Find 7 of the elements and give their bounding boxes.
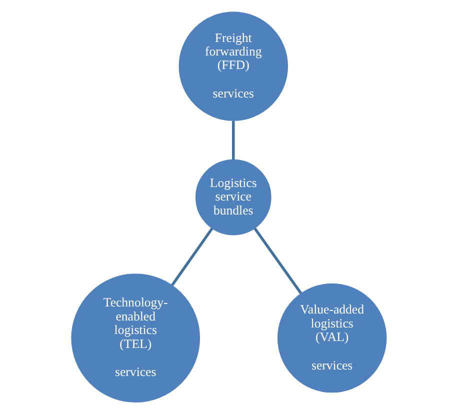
node-circle: Logistics service bundles xyxy=(194,159,271,236)
node-circle: Technology-enabled logistics (TEL) services xyxy=(70,274,200,402)
connector xyxy=(170,228,213,286)
node-circle: Value-added logistics (VAL) services xyxy=(276,283,386,393)
connector xyxy=(253,228,302,294)
connector xyxy=(232,120,234,160)
node-circle: Freight forwarding (FFD) services xyxy=(178,12,288,121)
